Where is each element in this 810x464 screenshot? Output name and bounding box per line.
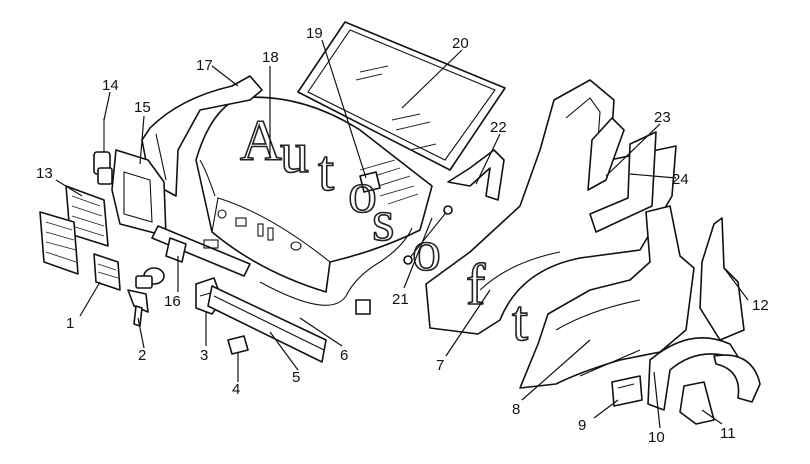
rear-panel-reinforcement: [151, 225, 251, 277]
label-part-5: 5: [292, 369, 300, 386]
rear-window-glass: [297, 21, 506, 171]
lock-cylinder: [127, 267, 165, 327]
label-part-6: 6: [340, 347, 348, 364]
label-part-3: 3: [200, 347, 208, 364]
part-number-labels: 1 2 3 4 5 6 7 8 9 10 11 12 13 14 15 16 1…: [36, 25, 769, 446]
watermark-letter: o: [412, 218, 441, 283]
label-part-21: 21: [392, 291, 409, 308]
watermark-letter: u: [280, 120, 309, 185]
release-cable: [259, 227, 413, 315]
reflector: [93, 253, 121, 291]
trunk-lid: [195, 96, 433, 293]
lid-lock: [359, 171, 381, 193]
rear-crossmember: [207, 285, 327, 363]
label-part-8: 8: [512, 401, 520, 418]
leader-lines: [55, 39, 749, 429]
watermark: A u t o s o f t: [239, 107, 529, 354]
watermark-letter: f: [466, 252, 486, 317]
label-part-9: 9: [578, 417, 586, 434]
label-part-22: 22: [490, 119, 507, 136]
label-part-10: 10: [648, 429, 665, 446]
watermark-letter: s: [372, 188, 395, 253]
label-part-18: 18: [262, 49, 279, 66]
pillar-trim: [587, 117, 625, 191]
label-part-13: 13: [36, 165, 53, 182]
label-part-24: 24: [672, 171, 689, 188]
mud-flap: [679, 381, 715, 425]
wheel-arch-liner: [647, 337, 761, 411]
wheelhouse-panel: [699, 217, 745, 341]
label-part-17: 17: [196, 57, 213, 74]
watermark-letter: o: [348, 160, 377, 225]
label-part-20: 20: [452, 35, 469, 52]
label-part-19: 19: [306, 25, 323, 42]
tail-light-lens: [39, 185, 109, 275]
label-part-4: 4: [232, 381, 240, 398]
label-part-14: 14: [102, 77, 119, 94]
label-part-23: 23: [654, 109, 671, 126]
label-part-16: 16: [164, 293, 181, 310]
label-part-1: 1: [66, 315, 74, 332]
label-part-2: 2: [138, 347, 146, 364]
lamp-holder: [93, 118, 113, 185]
label-part-11: 11: [720, 425, 736, 442]
watermark-letter: A: [240, 108, 282, 173]
gas-strut: [403, 205, 453, 265]
watermark-letter: t: [512, 288, 528, 353]
label-part-7: 7: [436, 357, 444, 374]
label-part-12: 12: [752, 297, 769, 314]
lock-striker: [227, 335, 249, 355]
outer-quarter-panel: [519, 205, 695, 389]
lid-hinge: [447, 149, 505, 201]
inner-trim-panel: [141, 75, 263, 197]
inner-quarter-panel: [425, 79, 677, 335]
fuel-filler-door: [611, 375, 643, 407]
window-seal: [589, 131, 657, 233]
label-part-15: 15: [134, 99, 151, 116]
tail-light-housing: [111, 149, 167, 237]
watermark-letter: t: [318, 138, 334, 203]
